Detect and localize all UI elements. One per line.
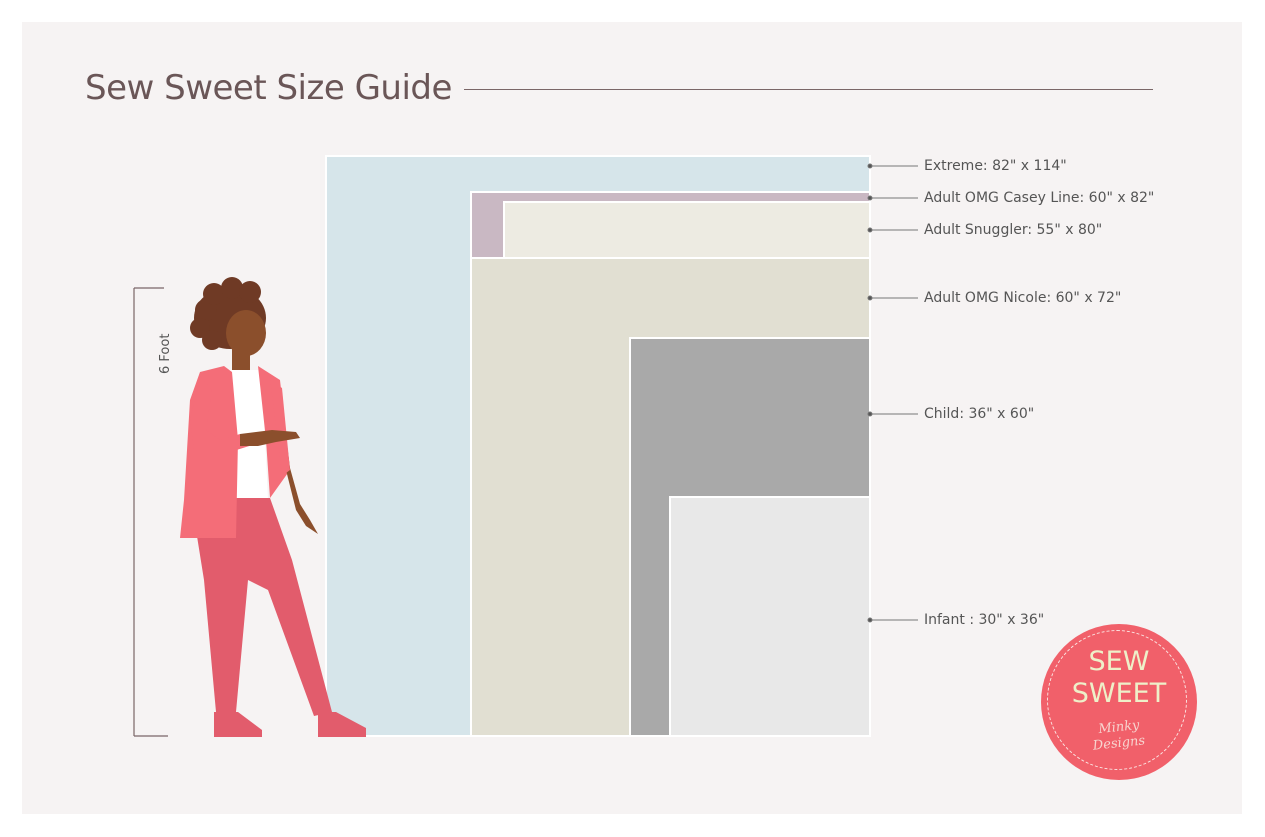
label-extreme: Extreme: 82" x 114" bbox=[924, 158, 1067, 174]
height-reference-label: 6 Foot bbox=[158, 333, 173, 374]
label-child: Child: 36" x 60" bbox=[924, 406, 1035, 422]
badge-text-sew: SEW bbox=[1088, 646, 1150, 677]
page-title: Sew Sweet Size Guide bbox=[85, 68, 452, 108]
height-bracket bbox=[133, 287, 168, 737]
title-divider bbox=[464, 89, 1153, 90]
brand-logo-badge: SEW SWEET Minky Designs bbox=[1041, 624, 1197, 780]
badge-stitch-ring bbox=[1047, 630, 1187, 770]
label-casey: Adult OMG Casey Line: 60" x 82" bbox=[924, 190, 1155, 206]
rect-infant bbox=[669, 496, 871, 737]
badge-text-sweet: SWEET bbox=[1071, 678, 1167, 709]
label-nicole: Adult OMG Nicole: 60" x 72" bbox=[924, 290, 1122, 306]
label-snuggler: Adult Snuggler: 55" x 80" bbox=[924, 222, 1103, 238]
leader-lines bbox=[867, 163, 918, 623]
person-figure bbox=[180, 277, 366, 737]
label-infant: Infant : 30" x 36" bbox=[924, 612, 1045, 628]
